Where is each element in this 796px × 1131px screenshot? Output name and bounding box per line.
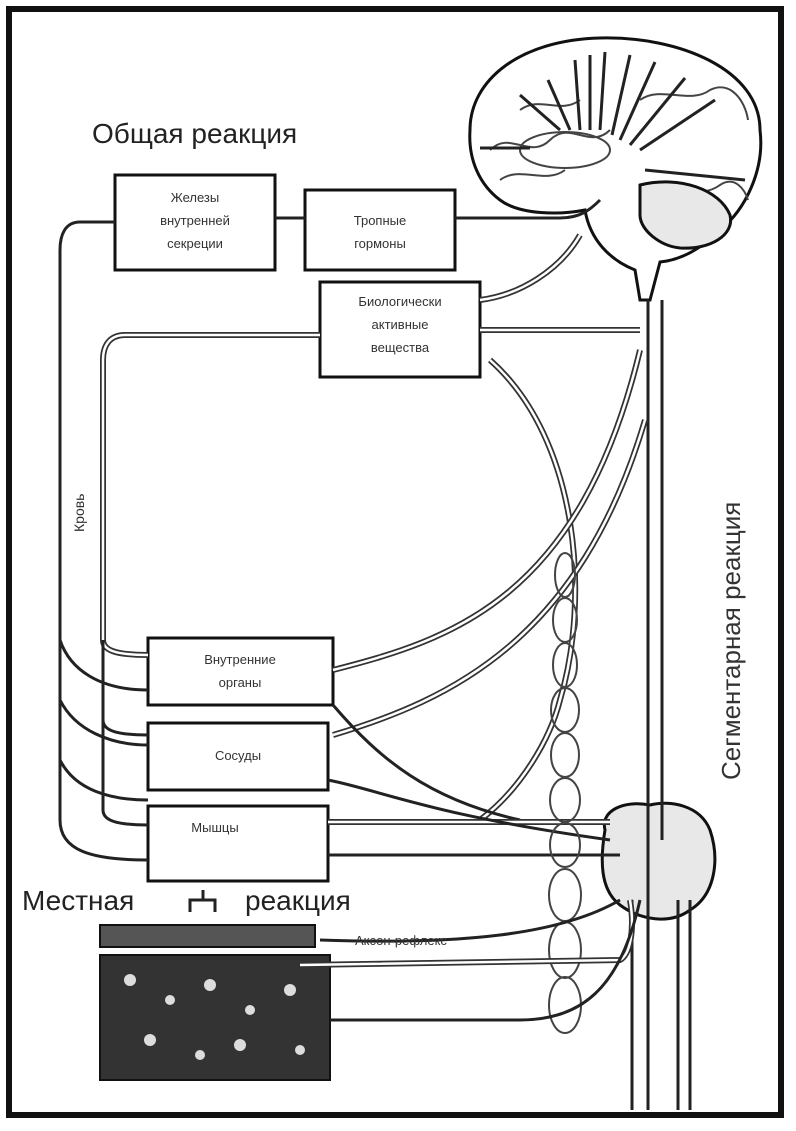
internal-organs-line-1: Внутренние [204, 652, 276, 667]
blood-label: Кровь [71, 494, 87, 532]
tropic-line-2: гормоны [354, 236, 406, 251]
segmental-reaction-label-1: Сегментарная реакция [716, 502, 746, 780]
vessels-label: Сосуды [215, 748, 261, 763]
tropic-line-1: Тропные [354, 213, 406, 228]
general-reaction-label: Общая реакция [92, 118, 297, 149]
axon-reflex-label: Аксон-рефлекс [355, 933, 447, 948]
muscles-box [148, 806, 328, 881]
bioactive-line-2: активные [372, 317, 429, 332]
internal-organs-box [148, 638, 333, 705]
endocrine-line-1: Железы [171, 190, 219, 205]
endocrine-line-2: внутренней [160, 213, 230, 228]
tropic-hormones-box [305, 190, 455, 270]
bioactive-line-3: вещества [371, 340, 430, 355]
local-reaction-label-left: Местная [22, 885, 134, 916]
muscles-label: Мышцы [191, 820, 238, 835]
internal-organs-line-2: органы [219, 675, 262, 690]
brain-illustration [470, 38, 761, 300]
tissue-layer [100, 955, 330, 1080]
local-reaction-label-right: реакция [245, 885, 351, 916]
bioactive-line-1: Биологически [358, 294, 441, 309]
endocrine-line-3: секреции [167, 236, 223, 251]
stimulus-icon [190, 900, 215, 912]
skin-layer [100, 925, 315, 947]
